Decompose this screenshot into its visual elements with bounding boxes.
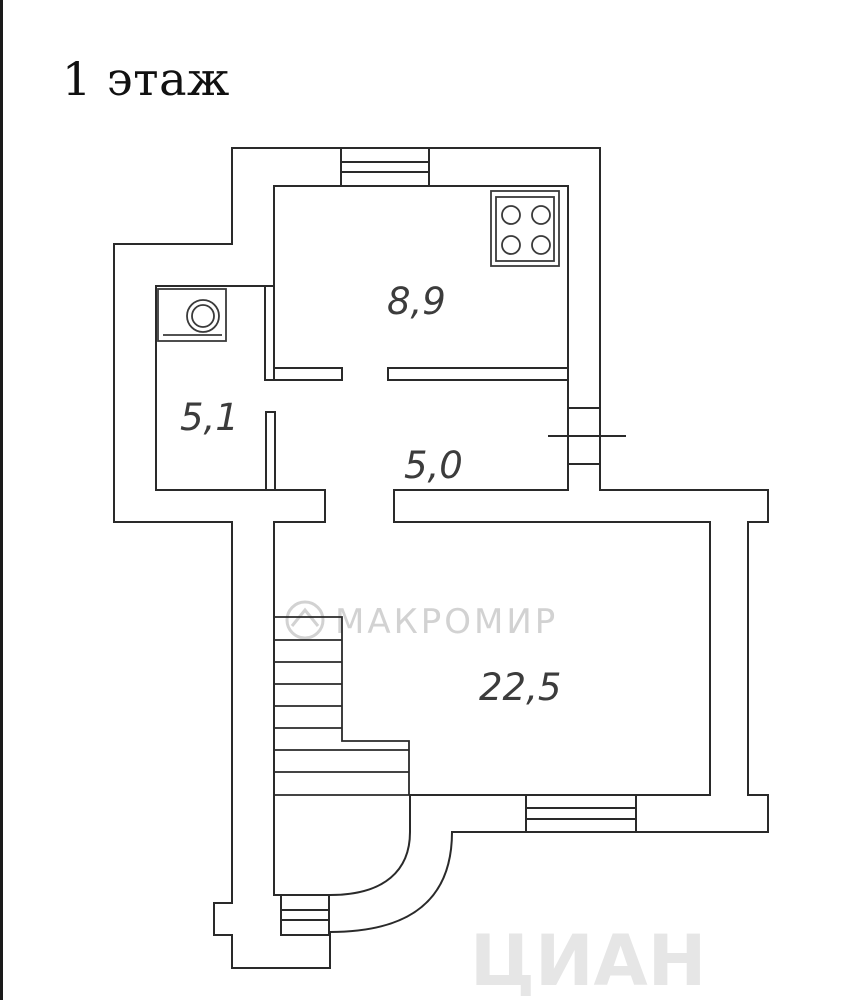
washing-machine-icon — [157, 288, 227, 342]
window-hall — [548, 407, 626, 465]
window-kitchen — [340, 147, 430, 187]
room-area-hall: 5,0 — [404, 444, 463, 487]
image-left-border — [0, 0, 3, 1000]
interior-walls — [264, 285, 569, 491]
watermark-logo-icon — [285, 600, 325, 640]
room-area-living: 22,5 — [479, 666, 561, 709]
window-stair — [280, 894, 330, 936]
watermark-corner-logo: ЦИАН — [470, 920, 706, 1000]
staircase — [274, 616, 410, 796]
outer-walls — [113, 147, 769, 969]
stove-icon — [490, 190, 560, 267]
window-living — [525, 794, 637, 833]
watermark-text: МАКРОМИР — [335, 602, 558, 642]
room-area-kitchen: 8,9 — [387, 280, 446, 323]
room-area-bathroom: 5,1 — [180, 396, 239, 439]
watermark: МАКРОМИР ЦИАН — [285, 600, 706, 1000]
floor-title: 1 этаж — [62, 52, 230, 106]
